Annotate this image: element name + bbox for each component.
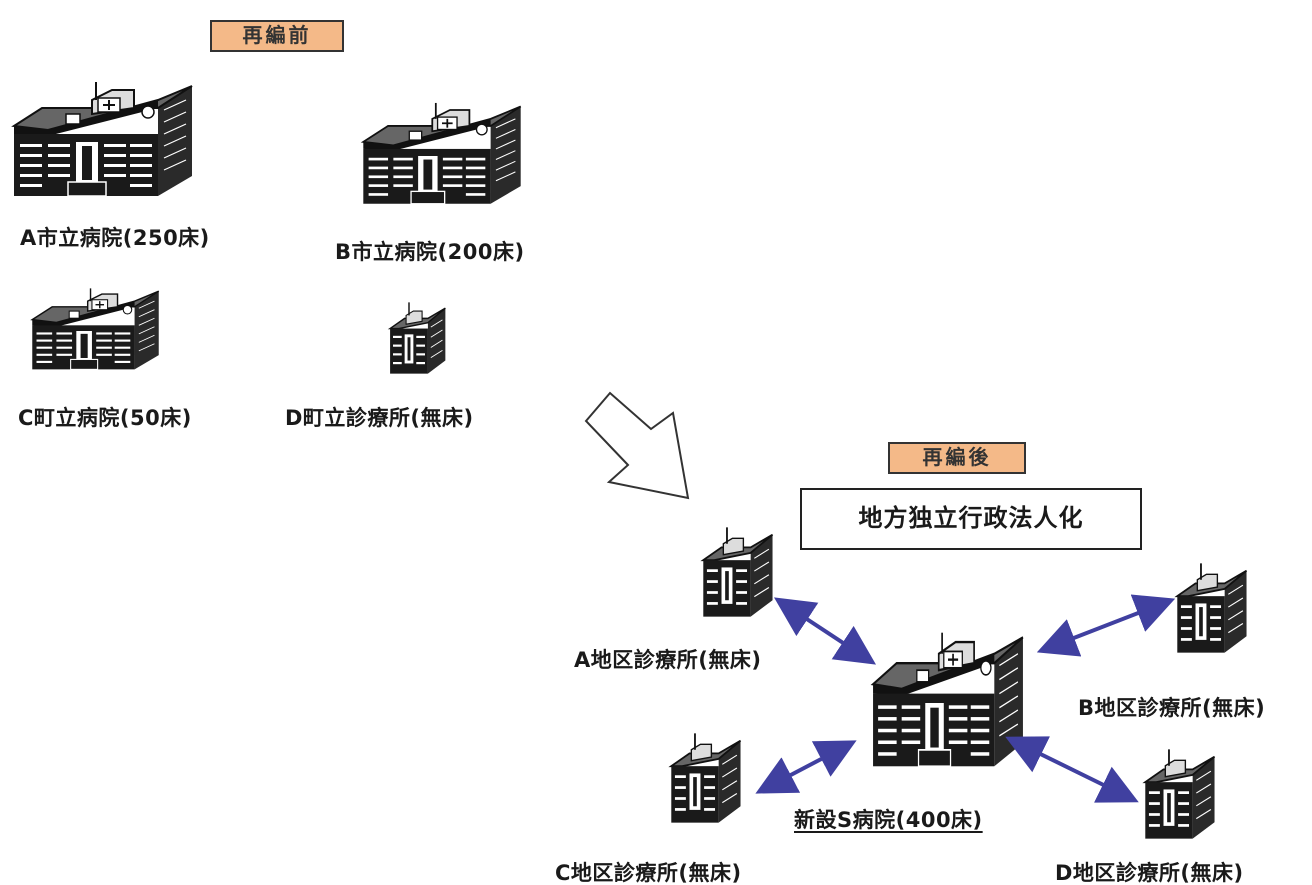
hospital-c-icon xyxy=(30,288,160,370)
hospital-c-label: C町立病院(50床) xyxy=(18,406,192,430)
clinic-c-label: C地区診療所(無床) xyxy=(555,861,742,885)
clinic-b-icon xyxy=(1174,563,1248,653)
clinic-b-label: B地区診療所(無床) xyxy=(1078,696,1266,720)
new-s-hospital-icon xyxy=(870,632,1024,768)
after-tag: 再編後 xyxy=(888,442,1026,474)
clinic-a-icon xyxy=(700,527,774,617)
clinic-d-before-label: D町立診療所(無床) xyxy=(285,406,474,430)
link-arrow-c xyxy=(755,740,857,794)
before-tag: 再編前 xyxy=(210,20,344,52)
transition-arrow-icon xyxy=(584,391,690,500)
hospital-a-label: A市立病院(250床) xyxy=(20,226,210,250)
new-s-hospital-label: 新設S病院(400床) xyxy=(794,808,983,832)
hospital-b-label: B市立病院(200床) xyxy=(335,240,525,264)
clinic-c-icon xyxy=(668,733,742,823)
link-arrow-a xyxy=(773,597,877,665)
clinic-d-before-icon xyxy=(387,302,446,374)
link-arrow-d xyxy=(1005,736,1139,803)
hospital-b-icon xyxy=(360,102,522,205)
clinic-d-icon xyxy=(1142,749,1216,839)
clinic-a-label: A地区診療所(無床) xyxy=(574,648,762,672)
clinic-d-label: D地区診療所(無床) xyxy=(1055,861,1244,885)
link-arrow-b xyxy=(1036,594,1176,657)
hospital-a-icon xyxy=(11,82,193,197)
after-title-box: 地方独立行政法人化 xyxy=(800,488,1142,550)
